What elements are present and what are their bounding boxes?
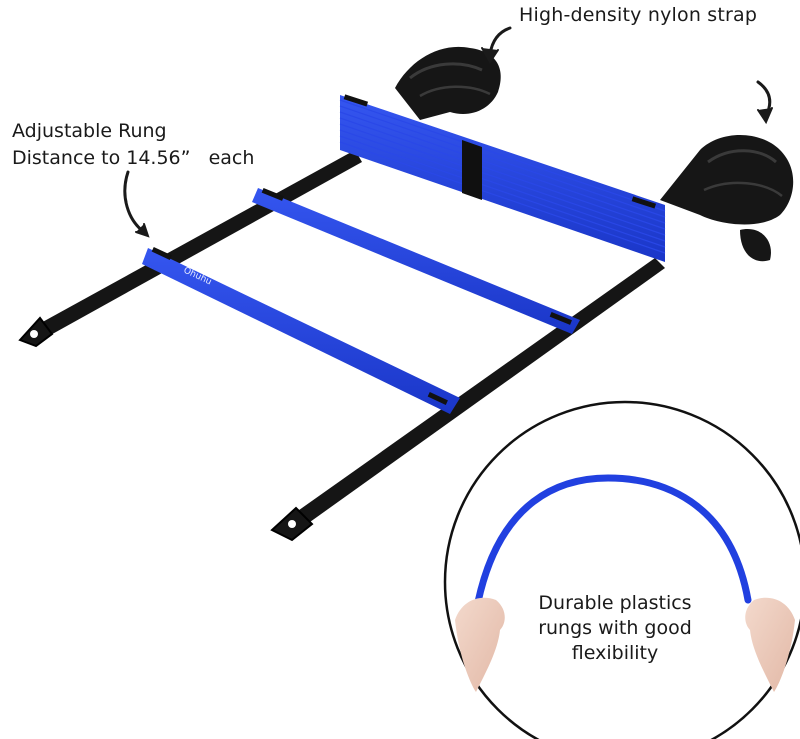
flex-inset: [443, 400, 800, 739]
rung-middle: [252, 188, 580, 334]
curved-arrow-icon: [756, 80, 773, 125]
flexibility-line-2: rungs with good: [538, 617, 692, 639]
flexibility-callout: Durable plastics rungs with good flexibi…: [500, 591, 730, 666]
strap-bundle-top: [395, 46, 794, 262]
folded-rung-stack: [339, 94, 666, 262]
rung-front: Ohuhu: [142, 246, 460, 414]
left-strap: [18, 150, 362, 348]
strap-callout: High-density nylon strap: [519, 4, 758, 26]
rung-distance-line-1: Adjustable Rung: [12, 120, 167, 142]
rung-distance-callout: Adjustable Rung Distance to 14.56” each: [12, 118, 254, 172]
flexibility-line-1: Durable plastics: [538, 592, 692, 614]
curved-arrow-icon: [481, 26, 512, 64]
curved-arrow-icon: [123, 170, 150, 238]
rung-distance-line-2: Distance to 14.56” each: [12, 147, 255, 169]
flexibility-line-3: flexibility: [571, 642, 659, 664]
